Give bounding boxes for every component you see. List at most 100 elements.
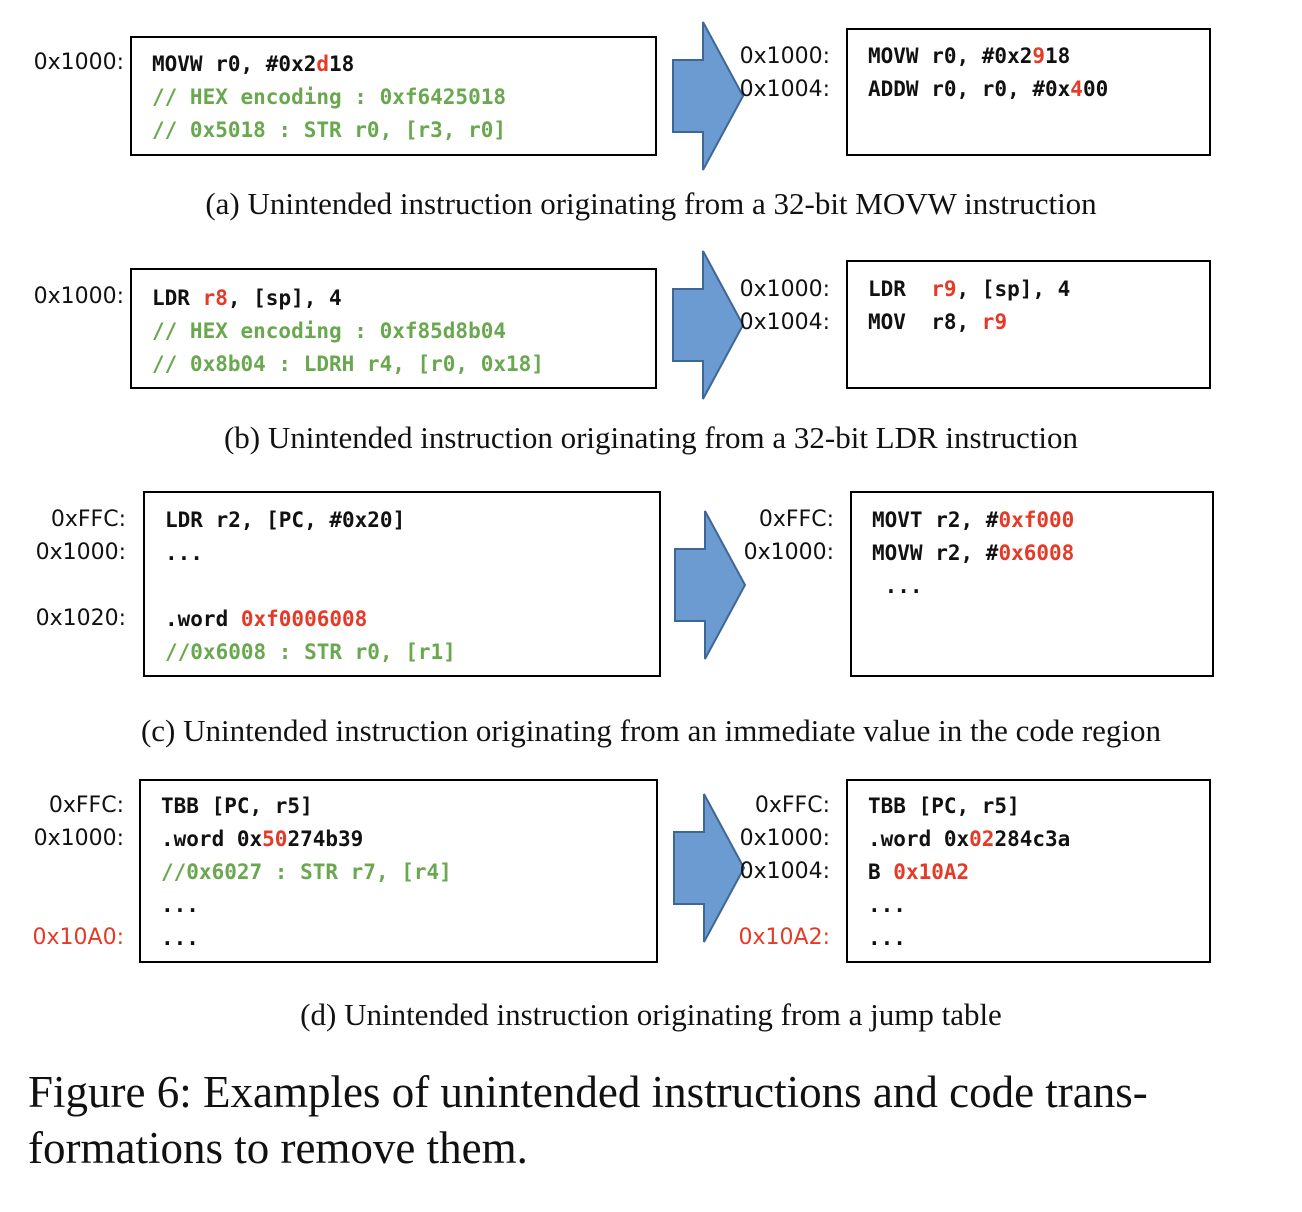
code-token: MOV r8, <box>868 310 982 334</box>
code-token: , [sp], 4 <box>227 286 342 310</box>
transform-arrow-icon <box>674 510 747 660</box>
code-line: MOVW r0, #0x2918 <box>868 40 1108 73</box>
address-label: 0x1000: <box>33 50 124 75</box>
address-spacer <box>34 346 124 379</box>
before-code: MOVW r0, #0x2d18 // HEX encoding : 0xf642… <box>152 48 506 147</box>
before-address-column: 0xFFC:0x1000:0x1020: <box>36 503 126 668</box>
address-label: 0x1000: <box>743 540 834 565</box>
code-token: // HEX encoding : 0xf85d8b04 <box>152 319 507 343</box>
highlighted-token: r9 <box>931 277 957 301</box>
before-code-box: MOVW r0, #0x2d18 // HEX encoding : 0xf642… <box>130 36 657 156</box>
highlighted-token: 9 <box>1032 44 1046 68</box>
address-spacer <box>34 112 124 145</box>
code-token: MOVW r2, # <box>872 541 999 565</box>
code-comment-line: // HEX encoding : 0xf85d8b04 <box>152 315 544 348</box>
before-address-column: 0xFFC:0x1000:0x10A0: <box>33 789 124 954</box>
highlighted-token: 0x6008 <box>998 541 1075 565</box>
code-line: LDR r2, [PC, #0x20] <box>165 504 456 537</box>
code-line: ADDW r0, r0, #0x400 <box>868 73 1108 106</box>
code-line: MOVW r0, #0x2d18 <box>152 48 506 81</box>
code-token: //0x6027 : STR r7, [r4] <box>161 860 452 884</box>
address-spacer <box>34 313 124 346</box>
code-line: ... <box>161 922 452 955</box>
code-comment-line: // 0x8b04 : LDRH r4, [r0, 0x18] <box>152 348 544 381</box>
before-code: LDR r8, [sp], 4 // HEX encoding : 0xf85d8… <box>152 282 544 381</box>
address-label: 0x1000: <box>33 284 124 309</box>
address-spacer <box>34 79 124 112</box>
after-address-column: 0xFFC:0x1000: <box>744 503 834 602</box>
highlighted-token: d <box>316 52 330 76</box>
address-spacer <box>33 888 124 921</box>
address-spacer <box>744 569 834 602</box>
code-token: LDR <box>868 277 932 301</box>
address-label: 0x10A2: <box>738 925 830 950</box>
after-address-column: 0xFFC:0x1000:0x1004:0x10A2: <box>739 789 830 954</box>
before-code: TBB [PC, r5].word 0x50274b39//0x6027 : S… <box>161 790 452 955</box>
address-label: 0x1000: <box>35 540 126 565</box>
code-comment-line: //0x6008 : STR r0, [r1] <box>165 636 456 669</box>
code-token: 18 <box>329 52 355 76</box>
highlighted-token: 0x10A2 <box>893 860 970 884</box>
after-address-column: 0x1000:0x1004: <box>740 273 830 339</box>
address-spacer <box>36 635 126 668</box>
code-token: 284c3a <box>994 827 1071 851</box>
before-code-box: LDR r8, [sp], 4 // HEX encoding : 0xf85d8… <box>130 268 657 389</box>
subfigure-caption-c: (c) Unintended instruction originating f… <box>140 713 1162 748</box>
code-line: MOVW r2, #0x6008 <box>872 537 1074 570</box>
code-line: .word 0xf0006008 <box>165 603 456 636</box>
code-token: .word <box>165 607 241 631</box>
address-label: 0x1004: <box>739 77 830 102</box>
address-label: 0x1004: <box>739 310 830 335</box>
code-line: ... <box>872 570 1074 603</box>
highlighted-token: r8 <box>202 286 228 310</box>
code-line: B 0x10A2 <box>868 856 1070 889</box>
transform-arrow-icon <box>672 21 745 171</box>
highlighted-token: 02 <box>969 827 995 851</box>
address-spacer <box>33 855 124 888</box>
code-token: TBB [PC, r5] <box>868 794 1020 818</box>
code-token: // HEX encoding : 0xf6425018 <box>152 85 507 109</box>
code-line: MOVT r2, #0xf000 <box>872 504 1074 537</box>
code-line: LDR r8, [sp], 4 <box>152 282 544 315</box>
highlighted-token: 4 <box>1070 77 1083 101</box>
subfigure-caption-d: (d) Unintended instruction originating f… <box>300 997 1002 1032</box>
before-code-box: LDR r2, [PC, #0x20]....word 0xf0006008//… <box>143 491 661 677</box>
code-token: 274b39 <box>287 827 364 851</box>
before-address-column: 0x1000: <box>34 46 124 145</box>
code-comment-line: // HEX encoding : 0xf6425018 <box>152 81 506 114</box>
code-token: MOVW r0, #0x2 <box>868 44 1033 68</box>
code-token: ... <box>868 893 906 917</box>
highlighted-token: 0xf0006008 <box>240 607 368 631</box>
subfigure-caption-a: (a) Unintended instruction originating f… <box>205 186 1097 221</box>
code-line: MOV r8, r9 <box>868 306 1070 339</box>
highlighted-token: 0xf000 <box>998 508 1075 532</box>
code-token: // 0x5018 : STR r0, [r3, r0] <box>152 118 507 142</box>
code-token: LDR r2, [PC, #0x20] <box>165 508 406 532</box>
code-token: 18 <box>1045 44 1071 68</box>
code-line: ... <box>165 537 456 570</box>
address-label: 0x1004: <box>739 859 830 884</box>
address-label: 0x10A0: <box>32 925 124 950</box>
code-token: ... <box>872 574 923 598</box>
transform-arrow-icon <box>672 250 745 400</box>
address-label: 0x1020: <box>35 606 126 631</box>
code-token: .word 0x <box>161 827 263 851</box>
code-token: ADDW r0, r0, #0x <box>868 77 1071 101</box>
address-label: 0x1000: <box>739 826 830 851</box>
subfigure-caption-b: (b) Unintended instruction originating f… <box>223 420 1079 455</box>
address-label: 0xFFC: <box>48 793 124 818</box>
code-token: , [sp], 4 <box>956 277 1071 301</box>
code-comment-line: // 0x5018 : STR r0, [r3, r0] <box>152 114 506 147</box>
code-token: MOVW r0, #0x2 <box>152 52 317 76</box>
before-address-column: 0x1000: <box>34 280 124 379</box>
after-address-column: 0x1000:0x1004: <box>740 40 830 106</box>
code-line: LDR r9, [sp], 4 <box>868 273 1070 306</box>
